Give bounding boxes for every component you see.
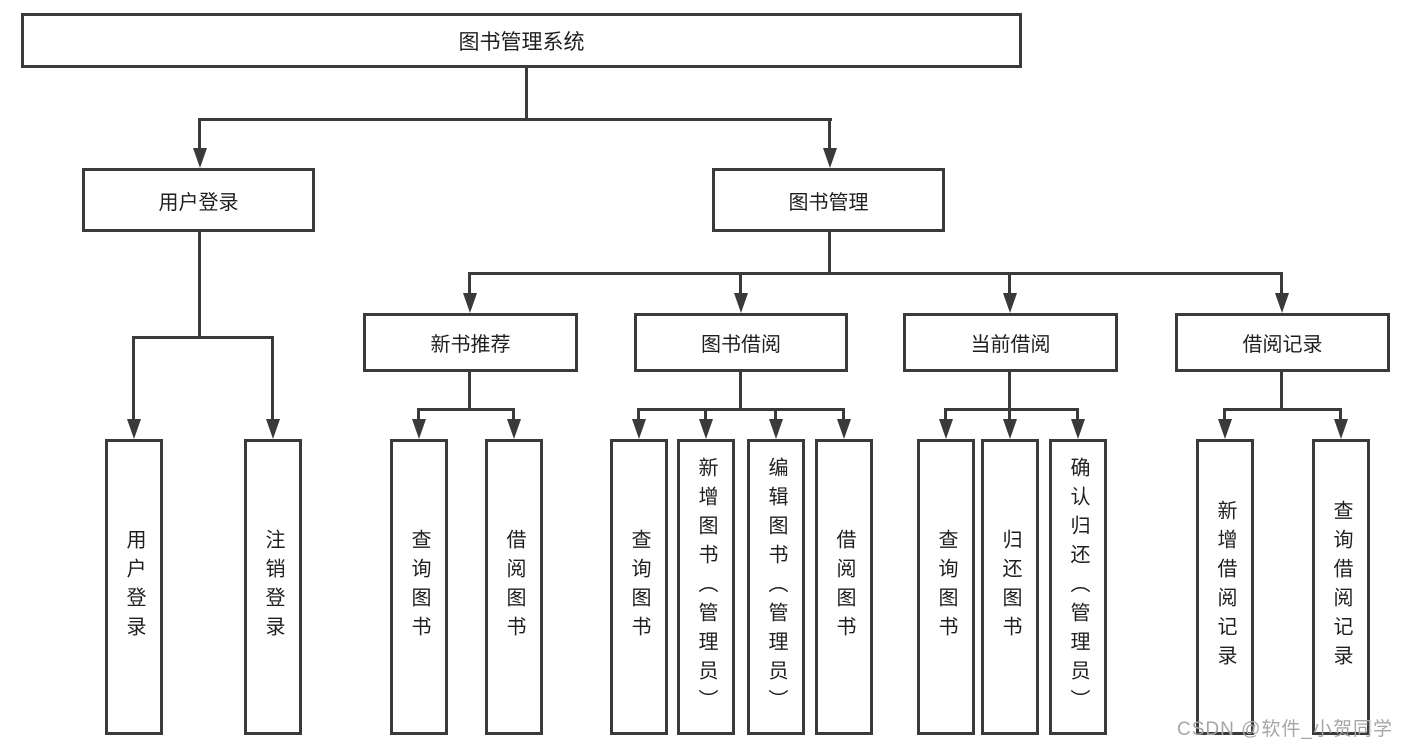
node-borrow-record-label: 借阅记录: [1242, 334, 1323, 356]
arrow-down-icon: [193, 148, 207, 168]
node-root-label: 图书管理系统: [458, 30, 585, 54]
connector-line: [1339, 408, 1342, 421]
node-new-book-recommend: 新书推荐: [363, 313, 578, 372]
arrow-down-icon: [507, 419, 521, 439]
csdn-watermark: CSDN @软件_小贺同学: [1177, 719, 1393, 740]
node-book-management-label: 图书管理: [788, 191, 869, 214]
node-book-borrow-label: 图书借阅: [701, 334, 781, 356]
arrow-down-icon: [463, 293, 477, 313]
connector-line: [525, 68, 528, 118]
arrow-down-icon: [1334, 419, 1348, 439]
leaf-add-book-admin-label: 新增图书（管理员）: [695, 456, 717, 718]
node-user-login-label: 用户登录: [158, 191, 239, 214]
connector-line: [739, 272, 742, 295]
connector-line: [1280, 372, 1283, 408]
leaf-return-books-label: 归还图书: [999, 529, 1021, 645]
leaf-user-login: 用户登录: [105, 439, 163, 735]
node-borrow-record: 借阅记录: [1175, 313, 1390, 372]
leaf-query-borrow-record: 查询借阅记录: [1312, 439, 1370, 735]
leaf-logout: 注销登录: [244, 439, 302, 735]
node-user-login: 用户登录: [82, 168, 315, 232]
connector-line: [828, 118, 831, 150]
node-root: 图书管理系统: [21, 13, 1022, 68]
connector-line: [637, 408, 844, 411]
connector-line: [1008, 372, 1011, 408]
leaf-borrow-borrow-books-label: 借阅图书: [833, 529, 855, 645]
arrow-down-icon: [127, 419, 141, 439]
leaf-add-book-admin: 新增图书（管理员）: [677, 439, 735, 735]
arrow-down-icon: [1275, 293, 1289, 313]
connector-line: [132, 336, 274, 339]
arrow-down-icon: [1003, 419, 1017, 439]
arrow-down-icon: [632, 419, 646, 439]
connector-line: [1280, 272, 1283, 295]
connector-line: [739, 372, 742, 408]
leaf-query-borrow-record-label: 查询借阅记录: [1330, 500, 1352, 674]
arrow-down-icon: [699, 419, 713, 439]
leaf-add-borrow-record-label: 新增借阅记录: [1214, 500, 1236, 674]
connector-line: [842, 408, 845, 421]
leaf-edit-book-admin-label: 编辑图书（管理员）: [765, 456, 787, 718]
arrow-down-icon: [1003, 293, 1017, 313]
node-current-borrow-label: 当前借阅: [970, 334, 1051, 356]
leaf-confirm-return-admin-label: 确认归还（管理员）: [1067, 456, 1089, 718]
arrow-down-icon: [1071, 419, 1085, 439]
leaf-borrow-borrow-books: 借阅图书: [815, 439, 873, 735]
connector-line: [944, 408, 947, 421]
connector-line: [774, 408, 777, 421]
arrow-down-icon: [769, 419, 783, 439]
leaf-add-borrow-record: 新增借阅记录: [1196, 439, 1254, 735]
arrow-down-icon: [837, 419, 851, 439]
leaf-current-query-books: 查询图书: [917, 439, 975, 735]
connector-line: [1223, 408, 1342, 411]
connector-line: [198, 118, 832, 121]
leaf-confirm-return-admin: 确认归还（管理员）: [1049, 439, 1107, 735]
leaf-newbook-query-books: 查询图书: [390, 439, 448, 735]
connector-line: [512, 408, 515, 421]
connector-line: [944, 408, 1079, 411]
node-current-borrow: 当前借阅: [903, 313, 1118, 372]
connector-line: [468, 372, 471, 408]
node-new-book-recommend-label: 新书推荐: [430, 334, 511, 356]
node-book-borrow: 图书借阅: [634, 313, 848, 372]
connector-line: [271, 336, 274, 421]
arrow-down-icon: [266, 419, 280, 439]
connector-line: [468, 272, 1282, 275]
connector-line: [1223, 408, 1226, 421]
leaf-logout-label: 注销登录: [262, 529, 284, 645]
arrow-down-icon: [1218, 419, 1232, 439]
connector-line: [1076, 408, 1079, 421]
leaf-edit-book-admin: 编辑图书（管理员）: [747, 439, 805, 735]
leaf-current-query-books-label: 查询图书: [935, 529, 957, 645]
arrow-down-icon: [734, 293, 748, 313]
connector-line: [1008, 408, 1011, 421]
arrow-down-icon: [412, 419, 426, 439]
leaf-borrow-query-books: 查询图书: [610, 439, 668, 735]
connector-line: [132, 336, 135, 421]
leaf-newbook-borrow-books-label: 借阅图书: [503, 529, 525, 645]
leaf-return-books: 归还图书: [981, 439, 1039, 735]
connector-line: [704, 408, 707, 421]
leaf-newbook-borrow-books: 借阅图书: [485, 439, 543, 735]
connector-line: [417, 408, 515, 411]
connector-line: [198, 232, 201, 336]
connector-line: [637, 408, 640, 421]
leaf-newbook-query-books-label: 查询图书: [408, 529, 430, 645]
connector-line: [468, 272, 471, 295]
leaf-borrow-query-books-label: 查询图书: [628, 529, 650, 645]
leaf-user-login-label: 用户登录: [123, 529, 145, 645]
connector-line: [417, 408, 420, 421]
connector-line: [828, 232, 831, 272]
connector-line: [198, 118, 201, 150]
arrow-down-icon: [823, 148, 837, 168]
connector-line: [1008, 272, 1011, 295]
arrow-down-icon: [939, 419, 953, 439]
node-book-management: 图书管理: [712, 168, 945, 232]
